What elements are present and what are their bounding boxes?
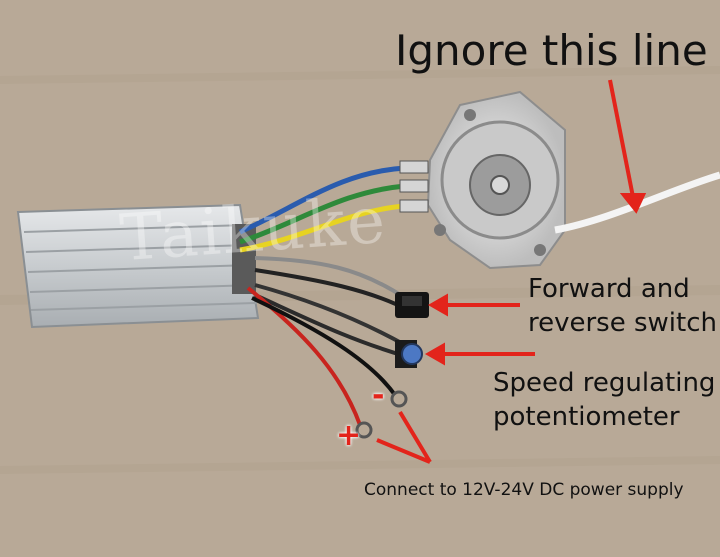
power-terminals [355, 390, 408, 439]
controller-box [16, 203, 260, 329]
arrow-head-pot [424, 342, 445, 366]
arrow-ignore [608, 79, 635, 198]
motor [426, 90, 566, 270]
phase-wires [238, 160, 429, 253]
forward-reverse-switch-label: Forward and reverse switch [528, 274, 717, 338]
power-supply-label: Connect to 12V-24V DC power supply [364, 480, 684, 500]
arrow-head-ignore [619, 193, 647, 214]
plus-terminal-sign: + [336, 418, 362, 453]
speed-potentiometer-label: Speed regulating potentiometer [493, 368, 716, 432]
forward-reverse-switch [395, 292, 429, 318]
arrow-plus [376, 438, 431, 464]
arrow-head-switch [427, 293, 448, 317]
arrow-minus [398, 410, 432, 464]
annotation-arrows [376, 79, 647, 464]
speed-potentiometer [395, 340, 423, 368]
ignore-line-label: Ignore this line [395, 26, 708, 75]
minus-terminal-sign: - [372, 378, 385, 413]
control-wires [246, 256, 409, 426]
